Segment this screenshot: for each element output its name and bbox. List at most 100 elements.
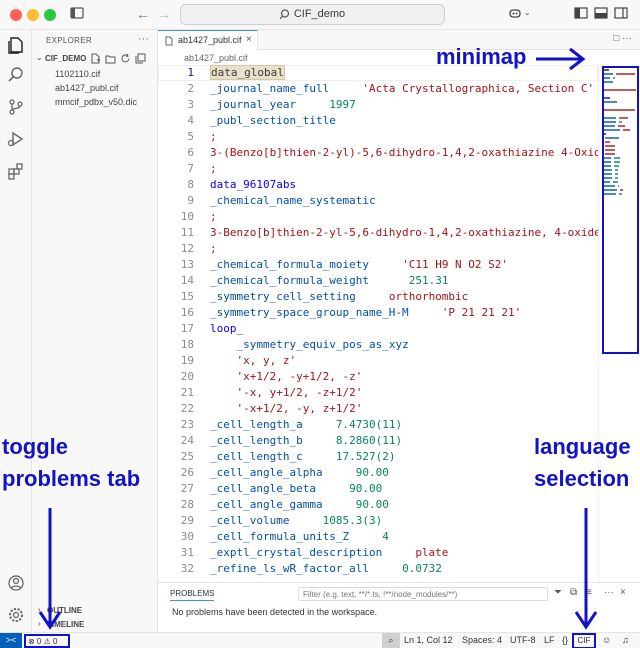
extensions-icon[interactable] (7, 162, 25, 180)
close-window-button[interactable] (10, 9, 22, 21)
code-line[interactable]: 5; (158, 129, 598, 145)
problems-status-button[interactable]: ⊗ 0 ⚠ 0 (24, 634, 70, 648)
timeline-section[interactable]: › TIMELINE (32, 618, 158, 632)
code-line[interactable]: 13_chemical_formula_moiety 'C11 H9 N O2 … (158, 257, 598, 273)
minimap-mark (615, 169, 618, 171)
file-item[interactable]: ab1427_publ.cif (55, 83, 119, 93)
code-line[interactable]: 19 'x, y, z' (158, 353, 598, 369)
code-token (210, 370, 237, 383)
refresh-icon[interactable] (120, 53, 131, 64)
code-line[interactable]: 12; (158, 241, 598, 257)
code-line[interactable]: 2_journal_name_full 'Acta Crystallograph… (158, 81, 598, 97)
command-center-search[interactable]: CIF_demo (180, 4, 445, 25)
command-center-label: CIF_demo (293, 8, 346, 20)
toggle-secondary-sidebar-icon[interactable] (614, 6, 628, 20)
source-control-icon[interactable] (7, 98, 25, 116)
code-token: 'Acta Crystallographica, Section C' (362, 82, 595, 95)
file-item[interactable]: mmcif_pdbx_v50.dic (55, 97, 138, 107)
end-of-line[interactable]: LF (544, 635, 555, 645)
minimap-highlight-box (602, 66, 639, 354)
remote-indicator-icon[interactable]: >< (0, 633, 22, 648)
forward-arrow-icon[interactable]: → (157, 6, 171, 22)
file-item[interactable]: 1102110.cif (55, 69, 101, 79)
code-line[interactable]: 23_cell_length_a 7.4730(11) (158, 417, 598, 433)
new-folder-icon[interactable] (105, 53, 116, 64)
code-line[interactable]: 7; (158, 161, 598, 177)
tab-problems[interactable]: PROBLEMS (170, 589, 215, 601)
account-icon[interactable] (7, 574, 25, 592)
code-line[interactable]: 29_cell_volume 1085.3(3) (158, 513, 598, 529)
problems-filter-input[interactable]: Filter (e.g. text, **/*.ts, !**/node_mod… (298, 587, 548, 601)
code-line[interactable]: 27_cell_angle_beta 90.00 (158, 481, 598, 497)
filter-icon[interactable]: ⏷ (554, 587, 562, 598)
code-line[interactable]: 3_journal_year 1997 (158, 97, 598, 113)
code-line[interactable]: 14_chemical_formula_weight 251.31 (158, 273, 598, 289)
copy-icon[interactable]: ⧉ (570, 587, 578, 598)
line-number: 12 (180, 242, 194, 255)
zoom-search-icon[interactable]: ⌕ (382, 633, 400, 648)
language-mode-button[interactable]: CIF (572, 633, 596, 648)
indentation[interactable]: Spaces: 4 (462, 635, 503, 645)
line-number: 9 (187, 194, 194, 207)
code-line[interactable]: 4_publ_section_title (158, 113, 598, 129)
code-line[interactable]: 9 _chemical_name_systematic (158, 193, 598, 209)
code-token: 90.00 (355, 498, 389, 511)
search-icon[interactable] (7, 66, 25, 84)
copilot-status-icon[interactable]: ☺ (602, 635, 612, 645)
minimize-window-button[interactable] (27, 9, 39, 21)
code-line[interactable]: 10; (158, 209, 598, 225)
breadcrumb[interactable]: ab1427_publ.cif (158, 51, 598, 65)
copilot-icon[interactable] (508, 6, 522, 20)
close-panel-icon[interactable]: × (620, 587, 626, 598)
code-line[interactable]: 15_symmetry_cell_setting orthorhombic (158, 289, 598, 305)
toggle-panel-icon[interactable] (594, 6, 608, 20)
more-icon[interactable]: ··· (604, 587, 614, 598)
toggle-primary-sidebar-icon[interactable] (574, 6, 588, 20)
minimap[interactable] (598, 65, 640, 582)
code-line[interactable]: 24_cell_length_b 8.2860(11) (158, 433, 598, 449)
copilot-chevron-icon[interactable]: ⌄ (524, 8, 531, 17)
cursor-position[interactable]: Ln 1, Col 12 (404, 635, 453, 645)
code-line[interactable]: 21 '-x, y+1/2, -z+1/2' (158, 385, 598, 401)
code-token: 'x, y, z' (236, 354, 297, 367)
new-file-icon[interactable] (90, 53, 101, 64)
workspace-folder[interactable]: ⌄ CIF_DEMO (32, 52, 158, 66)
code-token: 'P 21 21 21' (441, 306, 522, 319)
braces-icon[interactable]: {} (562, 635, 569, 645)
code-text: 'x+1/2, -y+1/2, -z' (210, 369, 363, 385)
explorer-more-icon[interactable]: ··· (138, 33, 149, 45)
code-line[interactable]: 26_cell_angle_alpha 90.00 (158, 465, 598, 481)
back-arrow-icon[interactable]: ← (136, 6, 150, 22)
minimap-mark (623, 129, 630, 131)
code-line[interactable]: 16_symmetry_space_group_name_H-M 'P 21 2… (158, 305, 598, 321)
code-line[interactable]: 22 '-x+1/2, -y, z+1/2' (158, 401, 598, 417)
code-line[interactable]: 31_exptl_crystal_description plate (158, 545, 598, 561)
code-line[interactable]: 32_refine_ls_wR_factor_all 0.0732 (158, 561, 598, 577)
editor-actions[interactable]: □ ··· (613, 33, 632, 44)
run-debug-icon[interactable] (7, 130, 25, 148)
maximize-window-button[interactable] (44, 9, 56, 21)
tab-ab1427-publ[interactable]: ab1427_publ.cif × (158, 30, 258, 50)
encoding[interactable]: UTF-8 (510, 635, 536, 645)
code-line[interactable]: 25_cell_length_c 17.527(2) (158, 449, 598, 465)
notifications-bell-icon[interactable]: ♫ (622, 635, 629, 645)
explorer-icon[interactable] (7, 36, 25, 54)
code-token: _chemical_name_systematic (210, 194, 376, 207)
code-line[interactable]: 28_cell_angle_gamma 90.00 (158, 497, 598, 513)
code-line[interactable]: 30_cell_formula_units_Z 4 (158, 529, 598, 545)
close-tab-icon[interactable]: × (246, 34, 252, 45)
settings-gear-icon[interactable] (7, 606, 25, 624)
code-line[interactable]: 20 'x+1/2, -y+1/2, -z' (158, 369, 598, 385)
sidebar-toggle-icon[interactable] (70, 6, 84, 20)
collapse-all-icon[interactable] (135, 53, 146, 64)
list-icon[interactable]: ≡ (586, 587, 592, 598)
outline-section[interactable]: › OUTLINE (32, 604, 158, 618)
breadcrumb-file[interactable]: ab1427_publ.cif (184, 53, 248, 63)
code-line[interactable]: 18 _symmetry_equiv_pos_as_xyz (158, 337, 598, 353)
